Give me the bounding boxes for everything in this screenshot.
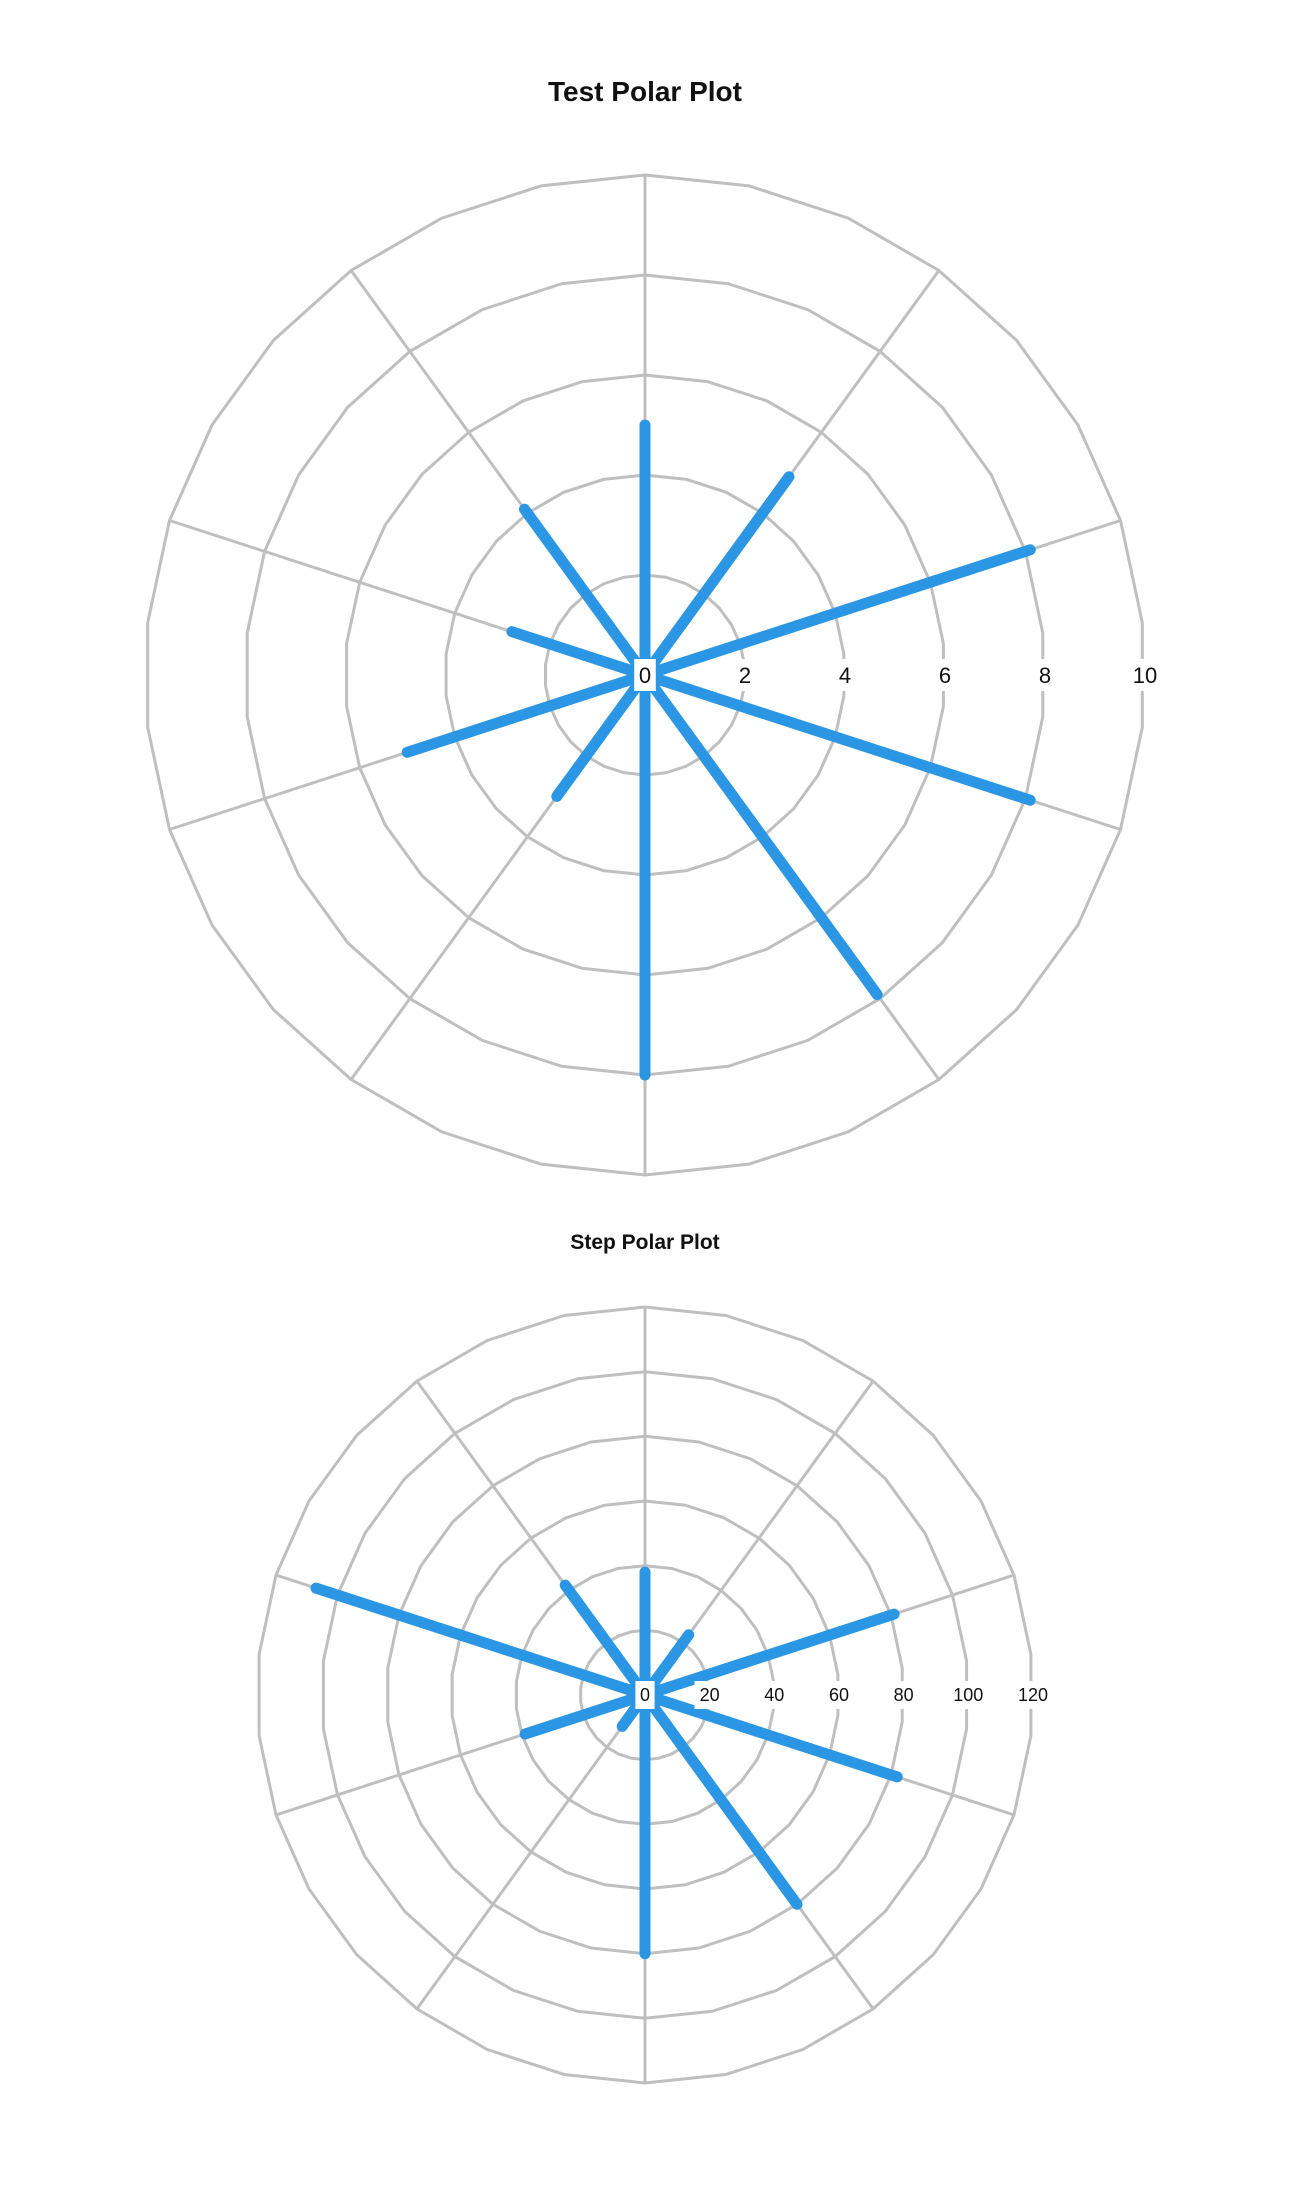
data-spoke-6 [551, 669, 651, 802]
test-polar-svg: Test Polar Plot 0 2 4 6 8 10 [146, 76, 1163, 1177]
tick-label-bg-1 [734, 659, 756, 691]
tick-label-bg-5 [1127, 659, 1163, 691]
tick-label-bg-4 [888, 1681, 919, 1709]
tick-label-6: 6 [939, 663, 951, 688]
grid-spoke-6 [415, 1694, 647, 2010]
tick-label-bg-2 [759, 1681, 790, 1709]
tick-label-2: 2 [739, 663, 751, 688]
tick-label-80: 80 [894, 1685, 914, 1705]
tick-label-bg-3 [823, 1681, 855, 1709]
step-polar-chart: Step Polar Plot 0 20 40 60 80 100 120 [0, 1200, 1300, 2188]
data-spoke-8 [310, 1582, 651, 1701]
tick-label-10: 10 [1133, 663, 1157, 688]
step-polar-svg: Step Polar Plot 0 20 40 60 80 100 120 [257, 1231, 1054, 2085]
tick-label-60: 60 [829, 1685, 849, 1705]
data-spoke-4 [639, 669, 883, 1001]
tick-label-bg-4 [1034, 659, 1056, 691]
data-spoke-8 [506, 626, 651, 681]
tick-label-0: 0 [640, 1685, 650, 1705]
chart-title: Step Polar Plot [570, 1231, 719, 1254]
data-spoke-3 [639, 1689, 903, 1783]
data-spoke-9 [519, 503, 651, 681]
tick-label-bg-0 [635, 1681, 655, 1709]
tick-label-bg-1 [694, 1681, 725, 1709]
data-spoke-2 [639, 544, 1036, 681]
radial-tick-labels: 0 20 40 60 80 100 120 [635, 1681, 1054, 1709]
data-spoke-3 [639, 669, 1036, 806]
tick-label-20: 20 [700, 1685, 720, 1705]
tick-label-4: 4 [839, 663, 851, 688]
data-spoke-9 [559, 1579, 651, 1701]
data-spoke-2 [639, 1608, 900, 1701]
chart-title: Test Polar Plot [548, 76, 742, 107]
data-spoke-1 [639, 471, 795, 681]
test-polar-chart: Test Polar Plot 0 2 4 6 8 10 [146, 76, 1163, 1177]
tick-label-bg-5 [947, 1681, 990, 1709]
tick-label-bg-3 [934, 659, 956, 691]
tick-label-bg-0 [634, 659, 656, 691]
tick-label-8: 8 [1039, 663, 1051, 688]
data-spokes [401, 419, 1036, 1081]
radial-tick-labels: 0 2 4 6 8 10 [634, 659, 1163, 691]
data-spokes [310, 1566, 903, 1960]
tick-label-bg-6 [1012, 1681, 1054, 1709]
tick-label-bg-2 [834, 659, 856, 691]
tick-label-100: 100 [953, 1685, 983, 1705]
tick-label-40: 40 [764, 1685, 784, 1705]
tick-label-120: 120 [1018, 1685, 1048, 1705]
data-spoke-4 [639, 1689, 803, 1910]
data-spoke-7 [401, 669, 651, 758]
tick-label-0: 0 [639, 663, 651, 688]
data-spoke-7 [519, 1689, 651, 1740]
